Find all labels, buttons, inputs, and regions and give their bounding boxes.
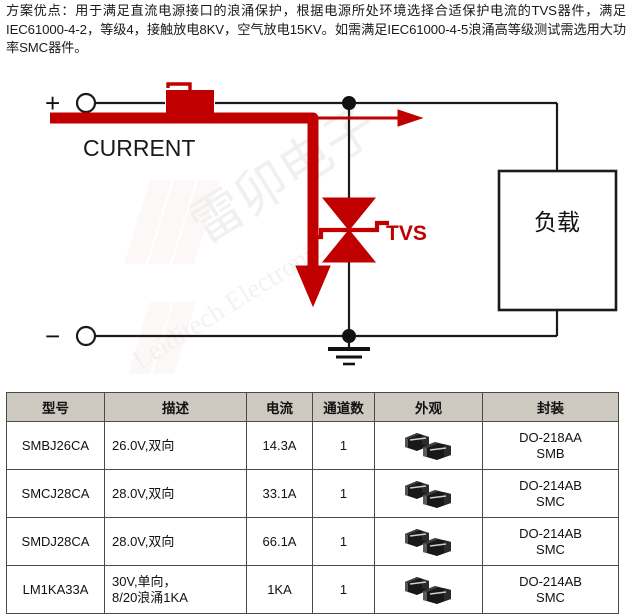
chip-back [404,576,429,595]
chip-back [404,480,429,499]
load-block: 负载 [497,169,618,312]
minus-sign-label: − [45,321,60,351]
chip-back [404,432,429,451]
cell-current-1: 33.1A [246,469,313,518]
plus-terminal-circle [75,92,97,114]
smd-package-image [401,477,457,511]
minus-terminal-circle [75,325,97,347]
cell-appearance-1 [374,469,483,518]
smd-package-image [401,573,457,607]
junction-dot-bottom [342,329,356,343]
ground-symbol [328,347,370,366]
cell-current-3: 1KA [246,565,313,614]
load-current-arrow [313,109,424,127]
cell-model-3: LM1KA33A [6,565,105,614]
column-header-package: 封装 [482,392,619,422]
cell-description-1: 28.0V,双向 [104,469,247,518]
tvs-upper-triangle [321,197,377,231]
cell-appearance-3 [374,565,483,614]
negative-terminal: − [45,321,97,351]
cell-appearance-0 [374,421,483,470]
current-label: CURRENT [83,135,195,161]
cell-current-2: 66.1A [246,517,313,566]
chip-back [404,528,429,547]
chip-front [422,441,451,460]
watermark-logo [124,180,220,374]
cell-model-2: SMDJ28CA [6,517,105,566]
tvs-zener-bar [309,220,389,240]
tvs-lower-triangle [321,229,377,263]
column-header-appearance: 外观 [374,392,483,422]
cell-channels-1: 1 [312,469,375,518]
cell-channels-2: 1 [312,517,375,566]
cell-channels-3: 1 [312,565,375,614]
table-header-row: 型号 描述 电流 通道数 外观 封装 [6,392,619,422]
surge-protection-schematic: 雷卯电子 Leiditech Electronic [0,70,629,382]
smd-package-image [401,429,457,463]
fuse-body [166,90,214,115]
solution-advantages-paragraph: 方案优点：用于满足直流电源接口的浪涌保护，根据电源所处环境选择合适保护电流的TV… [6,3,626,55]
surge-current-arrowhead [295,265,331,308]
plus-sign-label: + [45,88,60,118]
column-header-current: 电流 [246,392,313,422]
positive-terminal: + [45,88,97,118]
cell-description-3: 30V,单向，8/20浪涌1KA [104,565,247,614]
tvs-diode-symbol [309,197,389,263]
cell-description-0: 26.0V,双向 [104,421,247,470]
cell-channels-0: 1 [312,421,375,470]
column-header-description: 描述 [104,392,247,422]
cell-appearance-2 [374,517,483,566]
chip-front [422,537,451,556]
cell-current-0: 14.3A [246,421,313,470]
cell-description-2: 28.0V,双向 [104,517,247,566]
load-current-arrowhead [397,109,424,127]
load-label: 负载 [534,209,580,235]
load-box-outline [497,169,618,312]
column-header-model: 型号 [6,392,105,422]
smd-package-image [401,525,457,559]
junction-dot-top [342,96,356,110]
cell-model-0: SMBJ26CA [6,421,105,470]
tvs-label: TVS [386,222,427,245]
cell-model-1: SMCJ28CA [6,469,105,518]
chip-front [422,585,451,604]
chip-front [422,489,451,508]
fuse-lead-top [166,82,192,90]
column-header-channels: 通道数 [312,392,375,422]
